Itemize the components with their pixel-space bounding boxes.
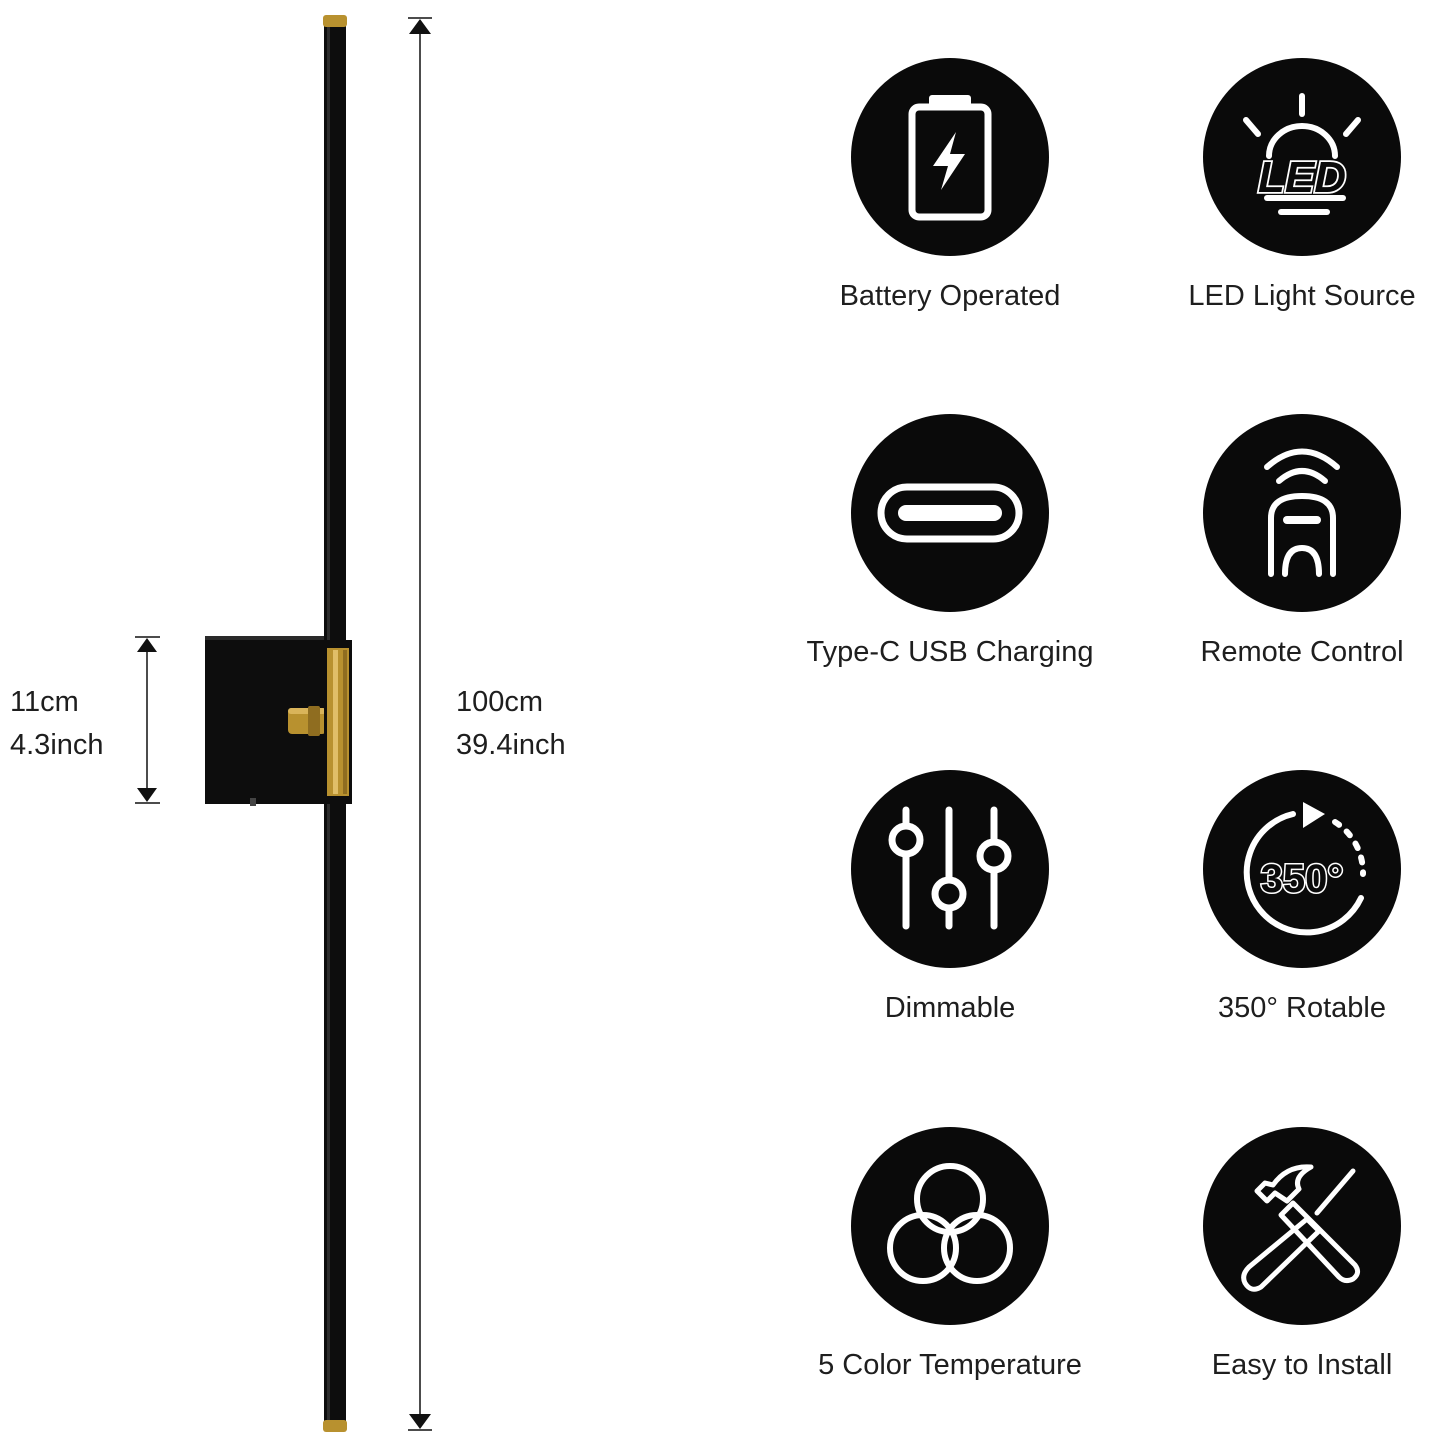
feature-badge [851,770,1049,968]
feature-dimmable: Dimmable [780,770,1120,1026]
height-dimension-label: 100cm 39.4inch [456,681,566,767]
feature-badge [851,58,1049,256]
height-imperial: 39.4inch [456,729,566,761]
feature-label: Dimmable [884,992,1016,1024]
feature-led-light-source: LED LED Light Source [1132,58,1445,314]
remote-control-icon [1264,448,1340,577]
width-dimension-arrow [135,636,160,804]
width-metric: 11cm [10,686,79,718]
feature-badge [1203,414,1401,612]
height-metric: 100cm [456,686,544,718]
width-dimension-label: 11cm 4.3inch [10,681,104,767]
feature-badge: LED [1203,58,1401,256]
rotate-icon: 350° [1243,802,1367,936]
feature-label: 5 Color Temperature [818,1349,1082,1381]
led-icon: LED [1243,93,1361,215]
led-icon-text: LED [1258,153,1346,202]
feature-usb-c-charging: Type-C USB Charging [780,414,1120,670]
brass-pivot [288,706,326,736]
feature-badge [851,414,1049,612]
sliders-icon [888,806,1012,930]
feature-label: Type-C USB Charging [806,636,1094,668]
feature-color-temperature: 5 Color Temperature [780,1127,1120,1383]
feature-easy-install: Easy to Install [1132,1127,1445,1383]
battery-charging-icon [908,95,992,221]
feature-label: Remote Control [1200,636,1404,668]
feature-label: 350° Rotable [1218,992,1386,1024]
brass-sleeve [324,640,352,804]
color-circles-icon [887,1163,1013,1284]
feature-label: Battery Operated [839,280,1061,312]
feature-badge [1203,1127,1401,1325]
height-dimension-arrow [408,17,432,1431]
feature-badge: 350° [1203,770,1401,968]
feature-label: LED Light Source [1188,280,1416,312]
feature-badge [851,1127,1049,1325]
lamp-illustration [135,15,432,1432]
feature-remote-control: Remote Control [1132,414,1445,670]
width-imperial: 4.3inch [10,729,104,761]
feature-label: Easy to Install [1211,1349,1393,1381]
feature-350-rotable: 350° 350° Rotable [1132,770,1445,1026]
hammer-screwdriver-icon [1241,1164,1361,1292]
rotate-icon-text: 350° [1261,857,1344,901]
usb-c-port-icon [877,483,1023,543]
feature-battery-operated: Battery Operated [780,58,1120,314]
